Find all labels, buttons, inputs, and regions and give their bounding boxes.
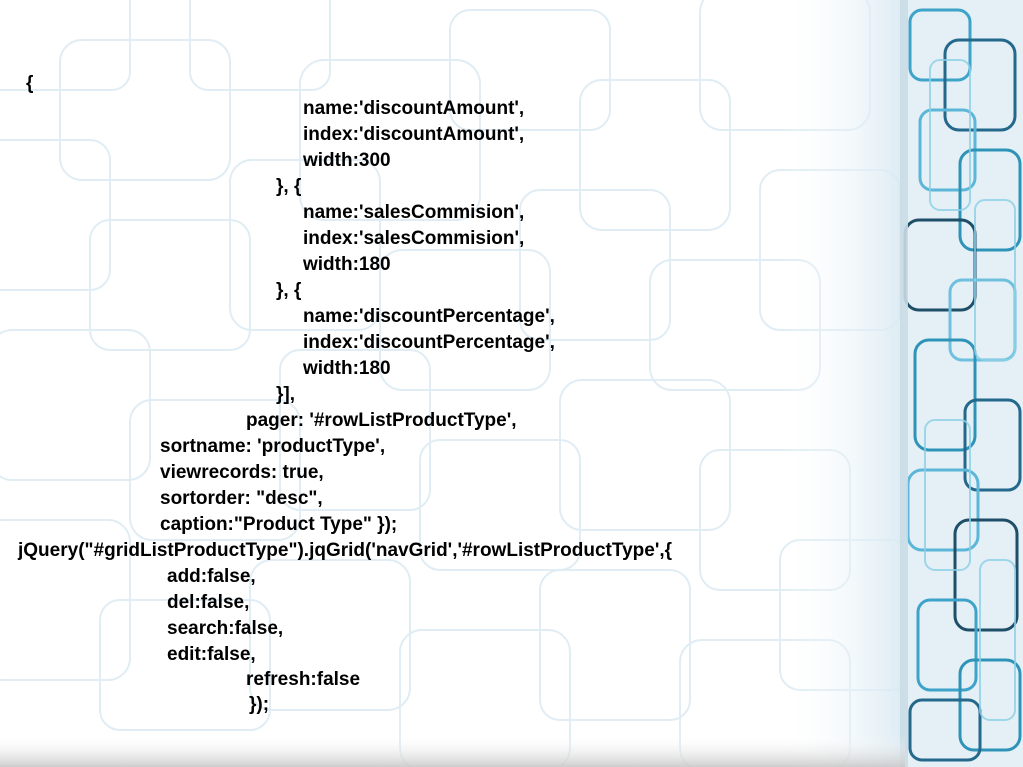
code-line: viewrecords: true, <box>160 462 324 483</box>
code-line: pager: '#rowListProductType', <box>246 410 517 431</box>
code-line: }); <box>249 694 270 715</box>
code-line: index:'discountPercentage', <box>303 332 555 353</box>
code-line: index:'salesCommision', <box>303 228 525 249</box>
right-decor-strip <box>900 0 1023 767</box>
code-line: add:false, <box>167 566 256 587</box>
background-pattern <box>0 0 911 767</box>
code-line: refresh:false <box>246 669 361 690</box>
code-line: index:'discountAmount', <box>303 124 525 145</box>
code-line: name:'discountPercentage', <box>303 306 555 327</box>
code-line: }, { <box>276 280 302 301</box>
code-line: caption:"Product Type" }); <box>160 514 398 535</box>
code-line: { <box>26 73 34 94</box>
code-line: width:180 <box>303 254 391 275</box>
code-line: name:'salesCommision', <box>303 202 525 223</box>
code-line: }], <box>276 384 295 405</box>
code-line: }, { <box>276 176 302 197</box>
code-line: del:false, <box>167 592 250 613</box>
code-line: width:300 <box>303 150 391 171</box>
code-line: edit:false, <box>167 644 256 665</box>
code-line: sortorder: "desc", <box>160 488 323 509</box>
code-line: sortname: 'productType', <box>160 436 386 457</box>
code-line: jQuery("#gridListProductType").jqGrid('n… <box>18 540 673 561</box>
code-line: search:false, <box>167 618 284 639</box>
code-line: name:'discountAmount', <box>303 98 525 119</box>
code-line: width:180 <box>303 358 391 379</box>
